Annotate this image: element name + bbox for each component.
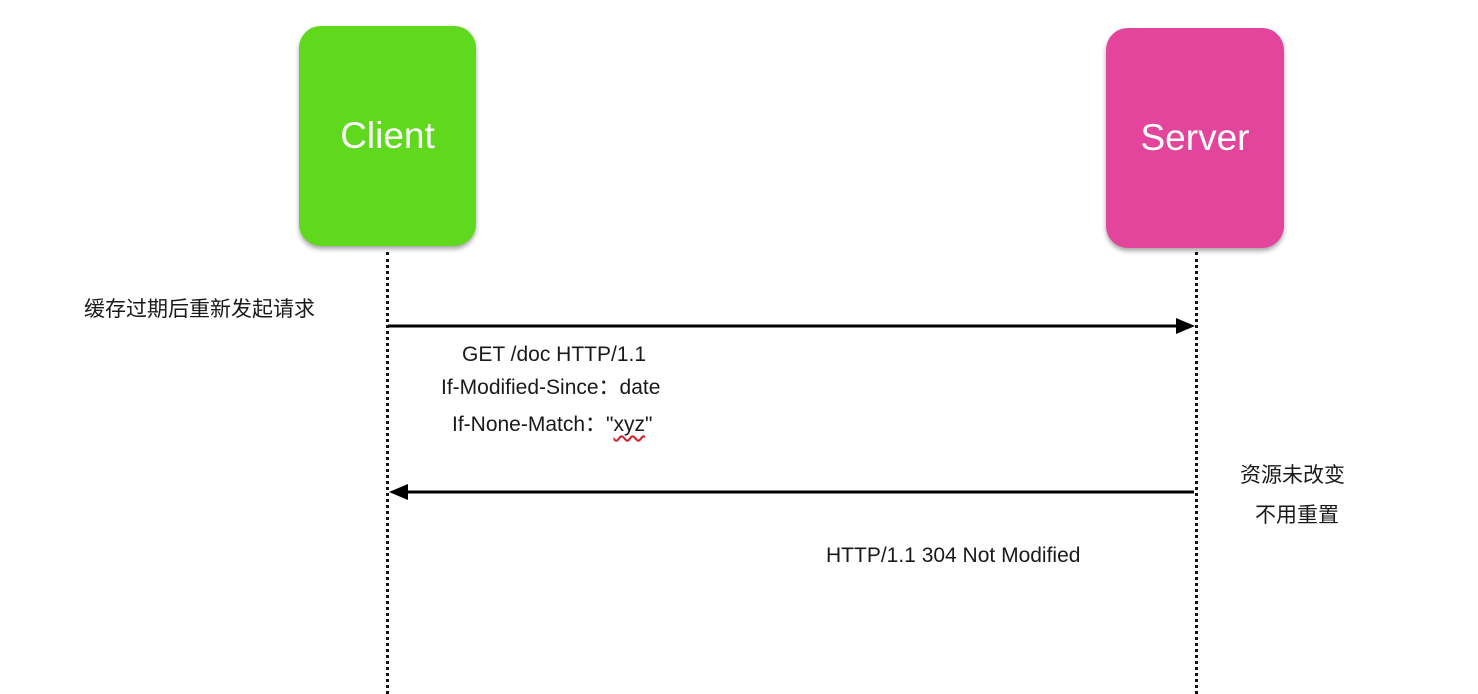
client-request-note: 缓存过期后重新发起请求 [84, 298, 315, 321]
request-line: GET /doc HTTP/1.1 [462, 343, 647, 366]
client-label: Client [340, 115, 435, 156]
if-none-match-suffix: " [645, 413, 653, 436]
server-note-line2: 不用重置 [1255, 504, 1339, 527]
if-none-match-prefix: If-None-Match：" [452, 413, 614, 436]
response-arrow [389, 484, 1194, 500]
if-none-match-header: If-None-Match："xyz" [452, 413, 652, 437]
etag-value: xyz [613, 413, 646, 436]
server-label: Server [1140, 117, 1250, 158]
if-modified-since-header: If-Modified-Since：date [441, 376, 661, 399]
server-lifeline [1195, 252, 1198, 694]
server-actor-box: Server [1106, 28, 1284, 248]
request-arrow [388, 318, 1195, 334]
response-status-line: HTTP/1.1 304 Not Modified [826, 544, 1081, 567]
client-lifeline [386, 252, 389, 694]
server-note-line1: 资源未改变 [1240, 464, 1345, 487]
client-actor-box: Client [299, 26, 476, 246]
